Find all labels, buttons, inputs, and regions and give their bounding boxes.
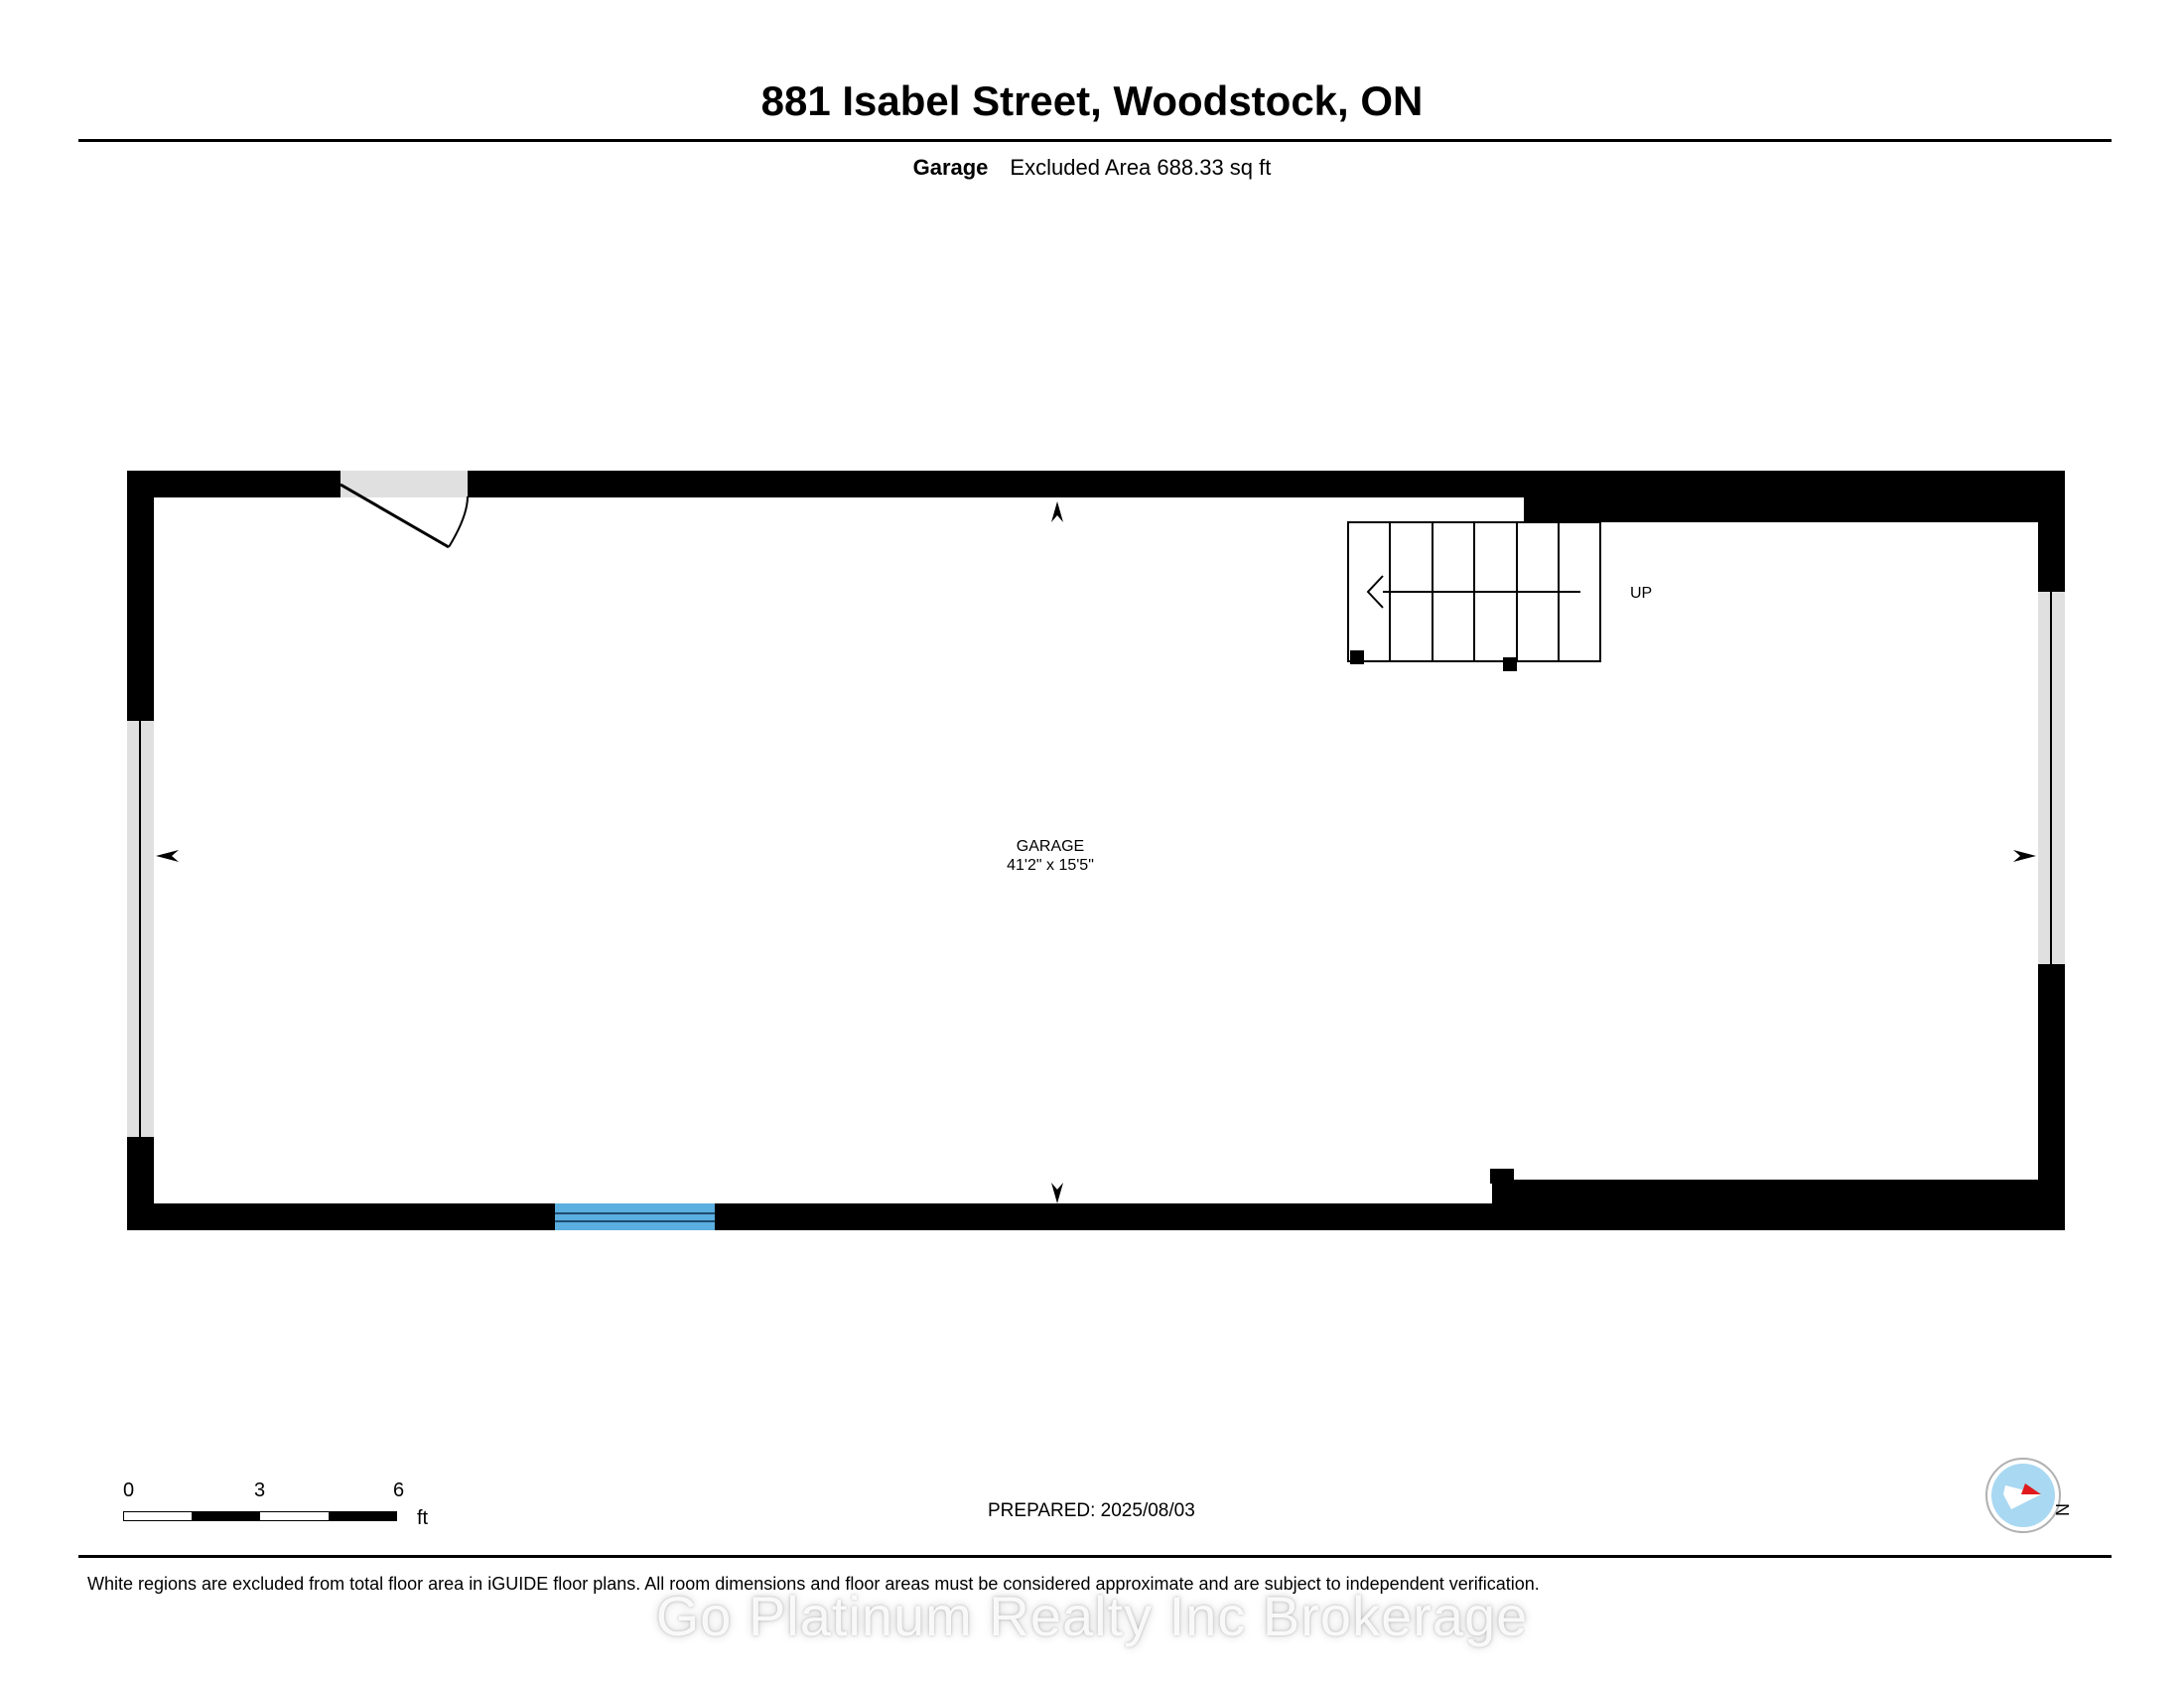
wall-top-right-step bbox=[1524, 471, 2065, 522]
stairs-label: UP bbox=[1630, 585, 1652, 602]
door bbox=[340, 471, 469, 549]
dimension-arrows bbox=[156, 501, 2036, 1203]
scale-bar: 0 3 6 bbox=[123, 1479, 405, 1523]
prepared-date: PREPARED: 2025/08/03 bbox=[988, 1500, 1195, 1521]
floor-name: Garage bbox=[912, 155, 989, 180]
scale-tick-6: 6 bbox=[393, 1479, 405, 1501]
floor-summary: Garage Excluded Area 688.33 sq ft bbox=[0, 155, 2184, 181]
room-name: GARAGE bbox=[1017, 838, 1084, 855]
page-title: 881 Isabel Street, Woodstock, ON bbox=[760, 77, 1424, 124]
room-dimensions: 41'2" x 15'5" bbox=[1007, 857, 1094, 874]
scale-bar-track bbox=[123, 1511, 397, 1521]
wall-bottom-right-step bbox=[1492, 1180, 2065, 1230]
garage-door bbox=[555, 1203, 715, 1230]
area-text: Excluded Area 688.33 sq ft bbox=[1010, 155, 1272, 180]
windows bbox=[127, 592, 2065, 1137]
compass-icon: N bbox=[1985, 1458, 2071, 1533]
scale-unit: ft bbox=[417, 1507, 429, 1529]
wall-right-upper bbox=[2038, 471, 2065, 592]
wall-notch bbox=[1490, 1169, 1514, 1184]
watermark: Go Platinum Realty Inc Brokerage bbox=[655, 1585, 1529, 1647]
wall-bottom-left bbox=[127, 1203, 555, 1230]
stairs bbox=[1347, 521, 1601, 671]
header-rule bbox=[78, 139, 2112, 142]
walls bbox=[127, 471, 2065, 1230]
disclaimer: White regions are excluded from total fl… bbox=[87, 1574, 1540, 1594]
footer-rule bbox=[78, 1555, 2112, 1558]
scale-tick-0: 0 bbox=[123, 1479, 135, 1501]
scale-tick-3: 3 bbox=[254, 1479, 266, 1501]
wall-left-upper bbox=[127, 471, 154, 721]
wall-top-left bbox=[127, 471, 341, 497]
compass-north-label: N bbox=[2052, 1503, 2071, 1516]
